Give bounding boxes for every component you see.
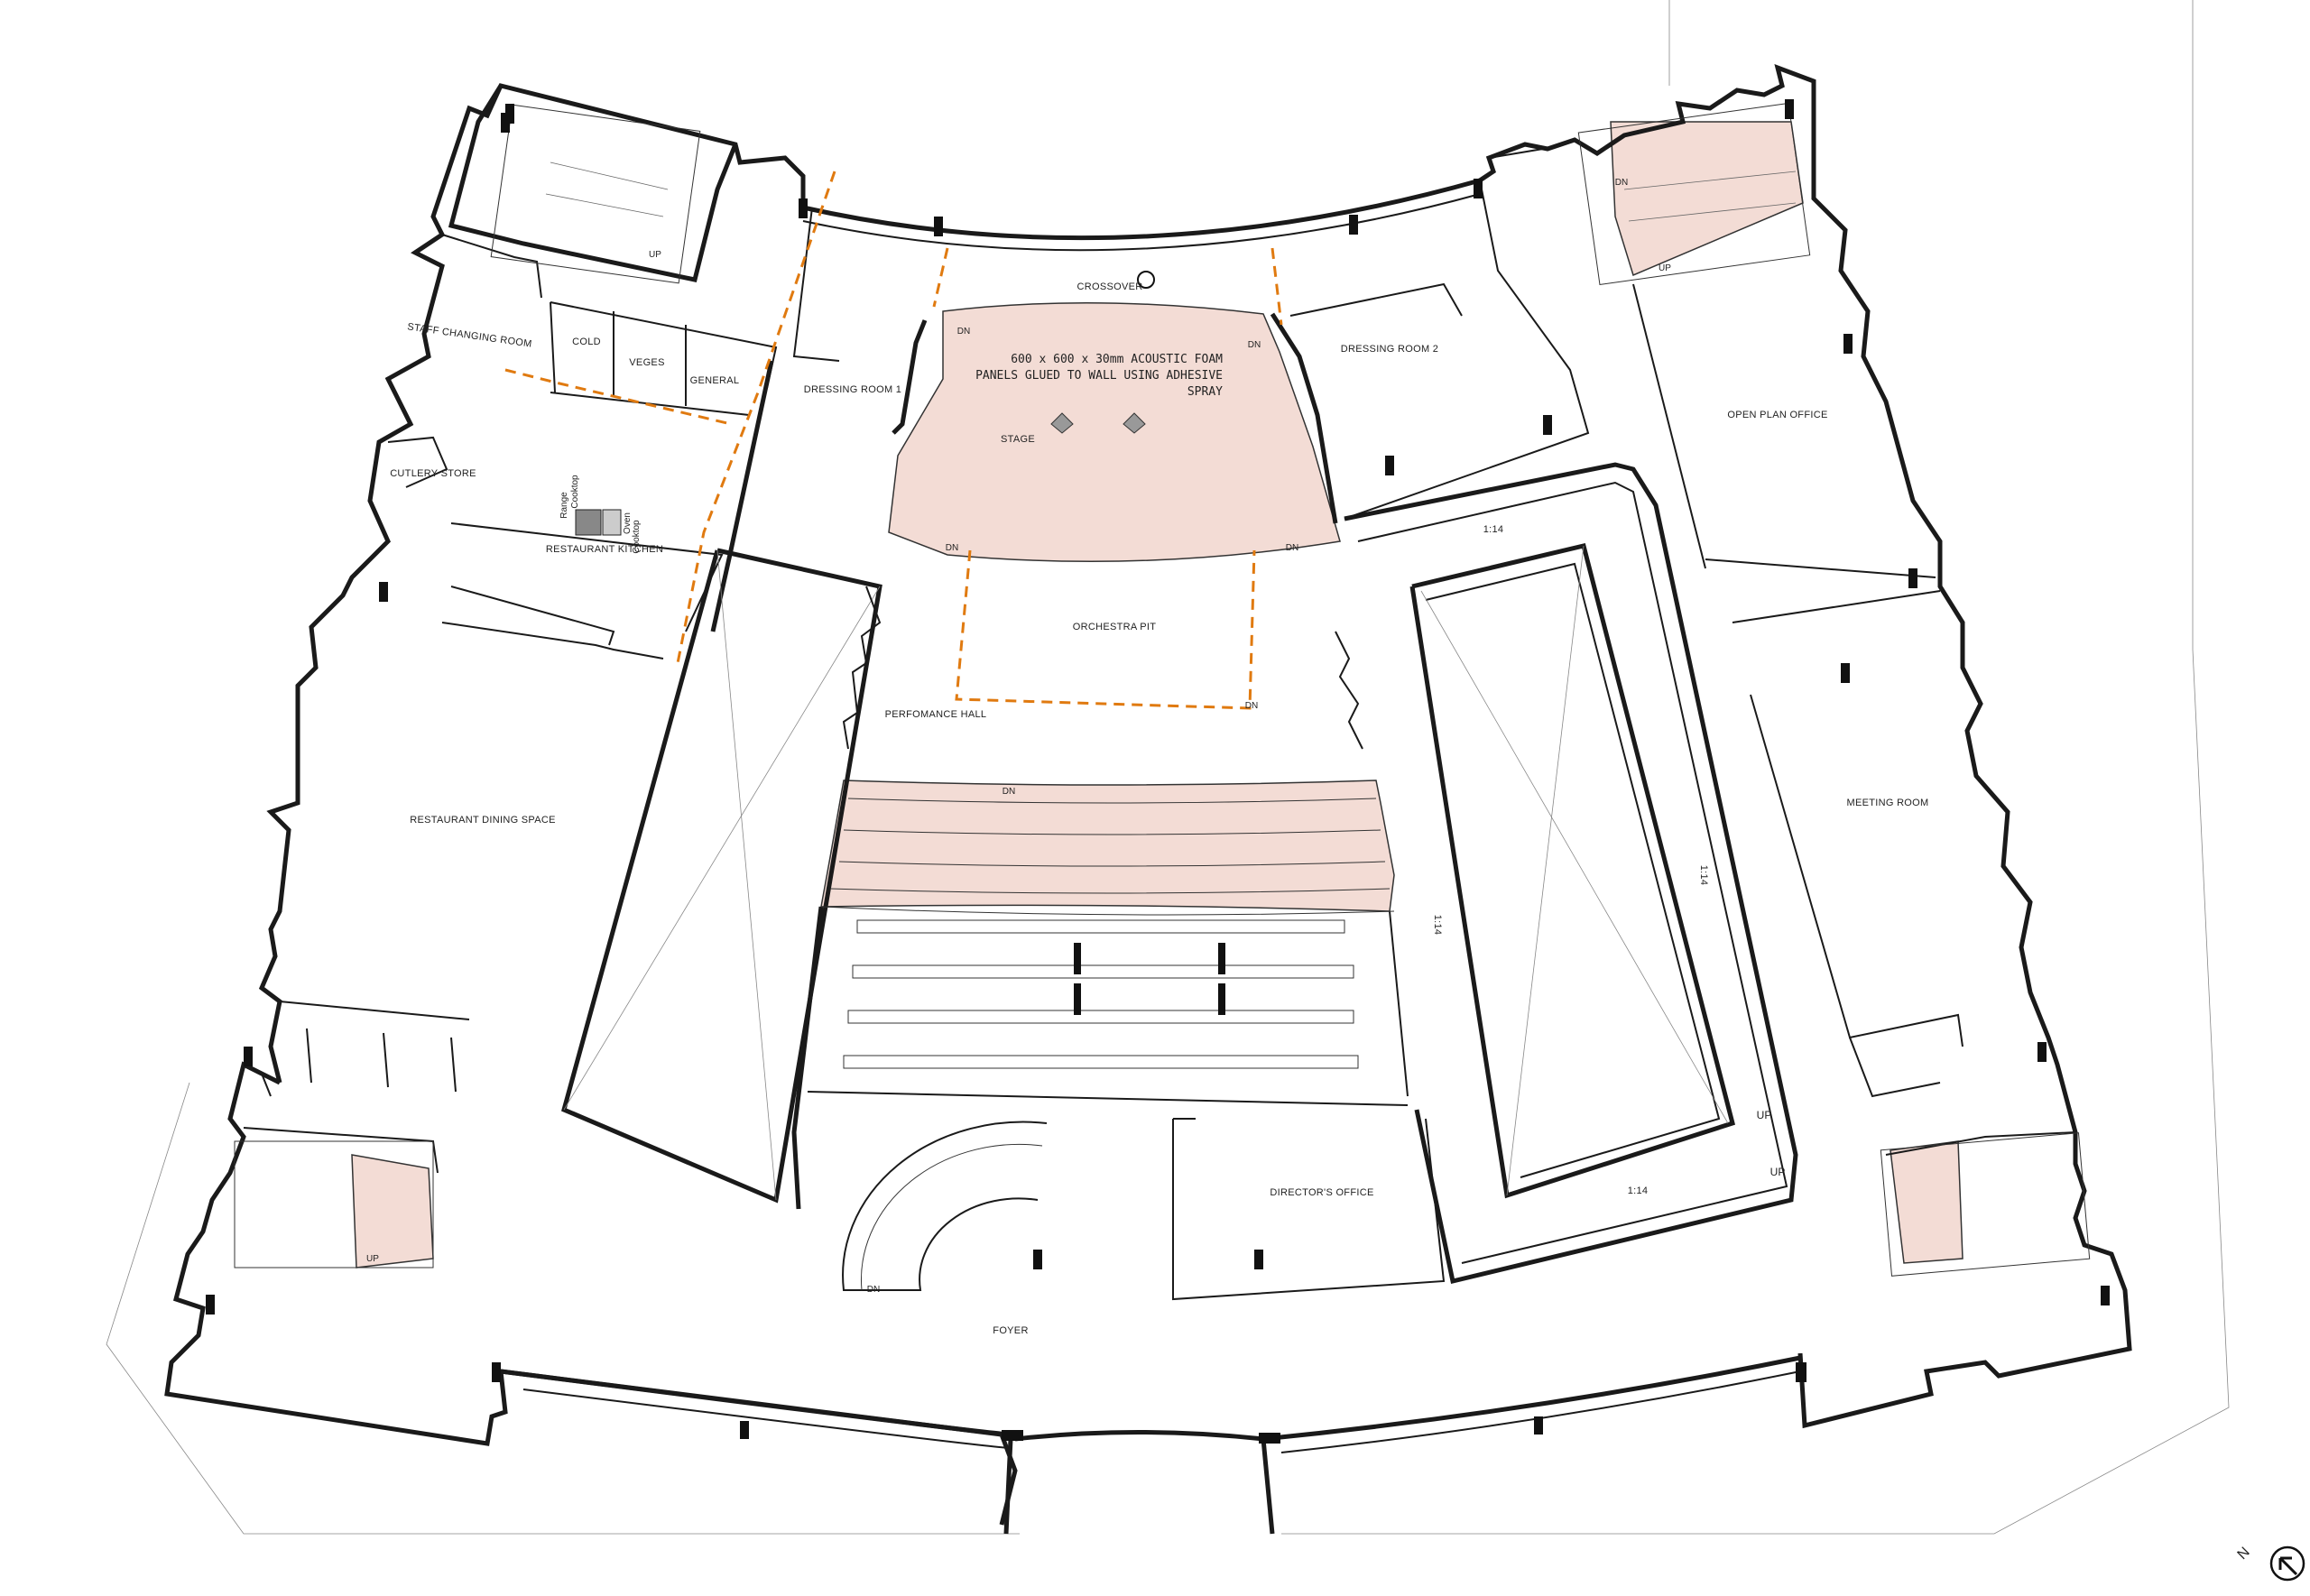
column-icon	[206, 1295, 215, 1315]
label-veges: VEGES	[629, 357, 664, 368]
label-directors-office: DIRECTOR'S OFFICE	[1270, 1187, 1373, 1198]
label-meeting-room: MEETING ROOM	[1847, 798, 1929, 808]
column-icon	[2037, 1042, 2047, 1062]
outer-walls	[164, 63, 2132, 1535]
column-icon	[1474, 179, 1483, 198]
stage-light-icon	[1123, 412, 1146, 434]
label-foyer: FOYER	[993, 1325, 1028, 1336]
columns	[206, 99, 2110, 1444]
column-icon	[1002, 1430, 1023, 1441]
column-icon	[1074, 943, 1081, 974]
dn-mark: DN	[1248, 340, 1261, 350]
column-icon	[1843, 334, 1853, 354]
column-icon	[2101, 1286, 2110, 1305]
ramp-labels: 1:14 1:14 1:14 1:14	[1432, 524, 1709, 1196]
column-icon	[1796, 1362, 1806, 1382]
dn-mark: DN	[1003, 787, 1015, 797]
seating	[820, 798, 1395, 1069]
up-mark: UP	[1770, 1166, 1786, 1178]
label-performance-hall: PERFOMANCE HALL	[885, 709, 987, 720]
interior-walls	[234, 102, 2091, 1301]
dn-mark: DN	[867, 1285, 880, 1295]
column-icon	[1908, 568, 1917, 588]
sw-stair-area	[351, 1154, 434, 1268]
column-icon	[379, 582, 388, 602]
highlight-areas	[351, 121, 1964, 1268]
dn-mark: DN	[1286, 543, 1298, 553]
column-icon	[1543, 415, 1552, 435]
stair-marks: UP UP UP UP UP DN DN DN DN DN DN DN DN	[366, 178, 1785, 1295]
column-icon	[1349, 215, 1358, 235]
column-icon	[492, 1362, 501, 1382]
label-restaurant-dining: RESTAURANT DINING SPACE	[410, 815, 556, 826]
ramp-slope-label: 1:14	[1483, 524, 1504, 535]
ramp-slope-label: 1:14	[1628, 1185, 1649, 1196]
column-icon	[1218, 943, 1225, 974]
column-icon	[244, 1047, 253, 1066]
dn-mark: DN	[946, 543, 958, 553]
dn-mark: DN	[1245, 701, 1258, 711]
column-icon	[1033, 1250, 1042, 1269]
column-icon	[1785, 99, 1794, 119]
up-mark: UP	[1659, 263, 1671, 273]
label-restaurant-kitchen: RESTAURANT KITCHEN	[546, 544, 663, 555]
label-crossover: CROSSOVER	[1077, 281, 1143, 292]
ramp-slope-label: 1:14	[1698, 865, 1709, 886]
stage-light-icon	[1050, 412, 1074, 434]
label-acoustic-3: SPRAY	[1187, 385, 1223, 399]
equip-label: Cooktop	[632, 520, 642, 554]
column-icon	[1254, 1250, 1263, 1269]
equip-label: Oven	[623, 512, 633, 534]
column-icon	[934, 217, 943, 236]
site-boundary	[106, 0, 2230, 1535]
label-general: GENERAL	[690, 375, 740, 386]
stairs	[490, 104, 1797, 1291]
column-icon	[1385, 456, 1394, 475]
column-icon	[1074, 983, 1081, 1015]
spiral-stair	[842, 1121, 1048, 1291]
label-orchestra-pit: ORCHESTRA PIT	[1073, 622, 1157, 632]
nw-stair	[490, 104, 701, 284]
stage-area	[888, 301, 1341, 563]
se-stair-area	[1890, 1140, 1964, 1264]
label-cutlery-store: CUTLERY STORE	[390, 468, 476, 479]
column-icon	[1534, 1416, 1543, 1435]
dn-mark: DN	[1615, 178, 1628, 188]
up-mark: UP	[1757, 1109, 1772, 1121]
kitchen-equipment: Range Cooktop Oven Cooktop	[559, 475, 642, 554]
ramp-slope-label: 1:14	[1432, 915, 1443, 936]
label-acoustic-1: 600 x 600 x 30mm ACOUSTIC FOAM	[1011, 353, 1223, 366]
label-open-plan-office: OPEN PLAN OFFICE	[1727, 410, 1827, 420]
column-icon	[799, 198, 808, 218]
label-dressing-room-2: DRESSING ROOM 2	[1341, 344, 1438, 355]
label-cold: COLD	[572, 337, 601, 347]
column-icon	[1841, 663, 1850, 683]
column-icon	[740, 1421, 749, 1439]
label-dressing-room-1: DRESSING ROOM 1	[804, 384, 901, 395]
up-mark: UP	[366, 1254, 379, 1264]
crossover-door-icon	[1137, 271, 1155, 289]
column-icon	[501, 113, 510, 133]
up-mark: UP	[649, 250, 661, 260]
equip-label: Cooktop	[570, 475, 580, 509]
column-icon	[1259, 1433, 1280, 1444]
ne-stair-area	[1610, 121, 1804, 277]
dn-mark: DN	[957, 327, 970, 337]
column-icon	[1218, 983, 1225, 1015]
construction-dash-lines	[504, 171, 1283, 710]
north-label: N	[2235, 1545, 2253, 1563]
north-arrow-icon: N	[2235, 1545, 2305, 1582]
equip-label: Range	[559, 492, 569, 519]
label-acoustic-2: PANELS GLUED TO WALL USING ADHESIVE	[975, 369, 1223, 383]
label-stage: STAGE	[1001, 434, 1035, 445]
